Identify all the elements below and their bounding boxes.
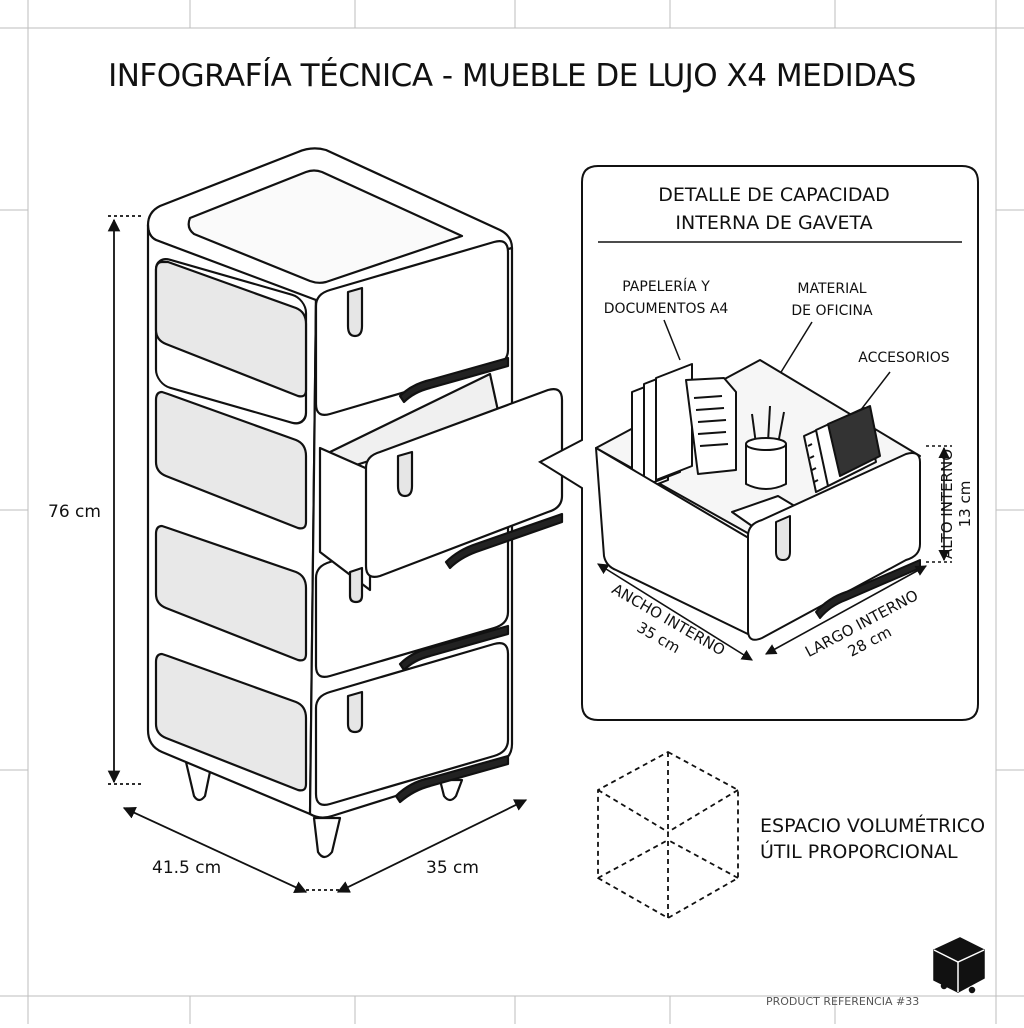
detail-heading-line1: DETALLE DE CAPACIDAD [658,184,890,206]
inner-length-arrow [765,565,927,655]
drawer-pull-1 [398,356,510,404]
page-title: INFOGRAFÍA TÉCNICA - MUEBLE DE LUJO X4 M… [108,58,916,94]
item1-line1: PAPELERÍA Y [622,278,710,295]
cabinet-height-label: 76 cm [48,502,101,522]
item1-line2: DOCUMENTOS A4 [604,301,729,317]
drawer-handles [346,286,414,734]
cabinet-dimensions [107,215,528,893]
documents-stack [631,363,737,495]
cabinet-width-label: 41.5 cm [152,858,221,878]
item3-label: ACCESORIOS [858,350,950,366]
cabinet-logo-icon [933,937,985,994]
drawer-pull-4 [394,754,510,804]
depth-arrow [336,799,528,893]
width-arrow [122,807,308,893]
inner-height-line2: 13 cm [956,481,974,528]
cabinet-leg-back [184,760,214,802]
cabinet-illustration [146,147,564,859]
inner-drawer-handle [775,515,791,561]
footer-reference: PRODUCT REFERENCIA #33 [766,995,919,1008]
cabinet-depth-label: 35 cm [426,858,479,878]
volume-cube-icon [597,750,739,920]
open-drawer-front [364,388,564,578]
open-drawer-side [318,446,372,592]
cabinet-top-inset [187,169,464,284]
inner-height-line1: ALTO INTERNO [938,449,956,559]
inner-width-arrow [597,563,753,661]
open-drawer-pull [444,512,564,570]
side-panels [154,258,308,792]
detail-heading-line2: INTERNA DE GAVETA [675,212,872,234]
pen-holder [745,405,787,490]
volume-line1: ESPACIO VOLUMÉTRICO [760,814,985,837]
inner-dimensions [597,445,952,661]
cabinet-leg-front-left [312,816,342,859]
notebooks [803,405,881,493]
item2-line2: DE OFICINA [791,303,873,319]
drawer-pull-3 [398,624,510,672]
drawer-front-4 [314,642,510,806]
volume-line2: ÚTIL PROPORCIONAL [760,839,958,863]
item2-line1: MATERIAL [797,281,866,297]
